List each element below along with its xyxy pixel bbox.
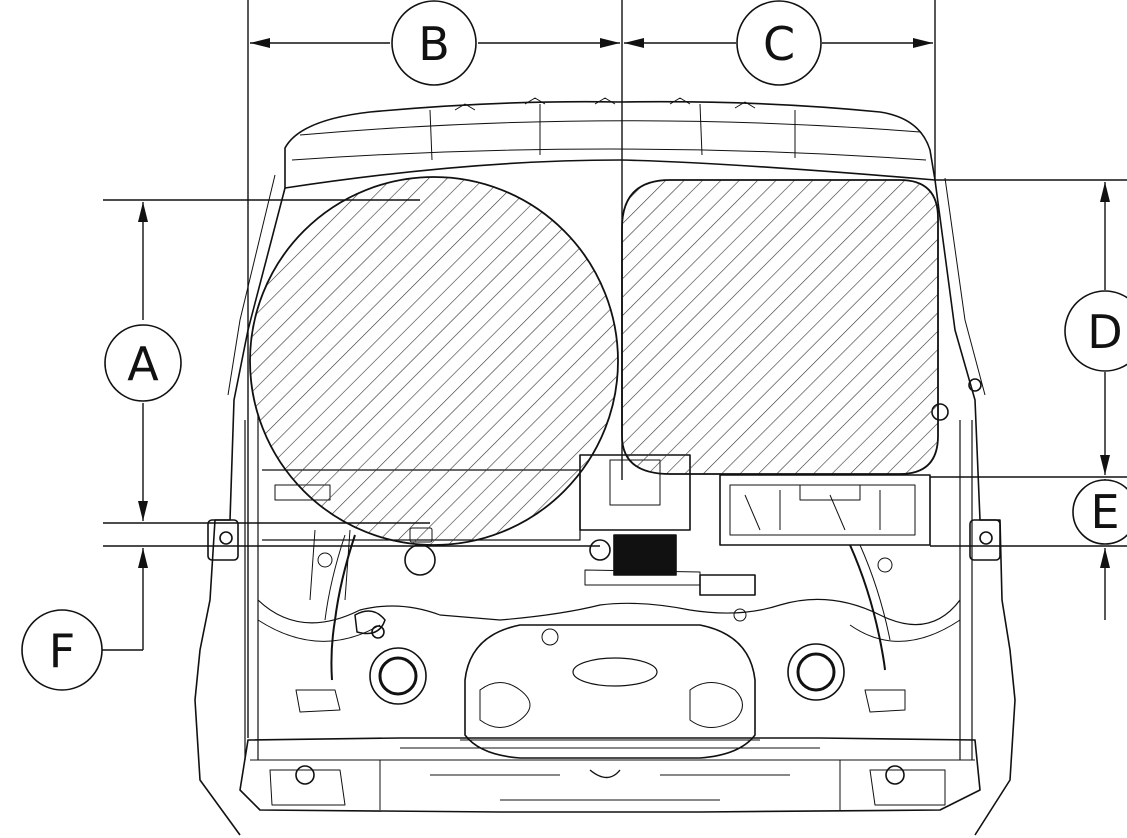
rear-bumper xyxy=(239,737,981,813)
callout-f-label: F xyxy=(49,624,75,678)
right-pillar xyxy=(934,179,1016,836)
callout-b: B xyxy=(391,0,477,86)
spare-well xyxy=(464,624,756,759)
callout-f: F xyxy=(21,609,103,691)
roof-spoiler xyxy=(284,100,936,189)
hatch-region-circle xyxy=(249,176,619,546)
callout-b-label: B xyxy=(418,17,450,71)
dimension-lines xyxy=(100,0,1127,738)
callout-d: D xyxy=(1064,290,1127,372)
callout-d-label: D xyxy=(1087,305,1122,359)
callout-a: A xyxy=(104,324,182,402)
cargo-envelope-regions xyxy=(249,176,939,546)
callout-e: E xyxy=(1072,479,1127,545)
latch-box xyxy=(613,534,677,576)
callout-a-label: A xyxy=(127,337,159,391)
callout-c-label: C xyxy=(763,17,795,71)
callout-c: C xyxy=(736,0,822,86)
hatch-region-rectangle xyxy=(621,179,939,475)
callout-e-label: E xyxy=(1090,485,1119,539)
